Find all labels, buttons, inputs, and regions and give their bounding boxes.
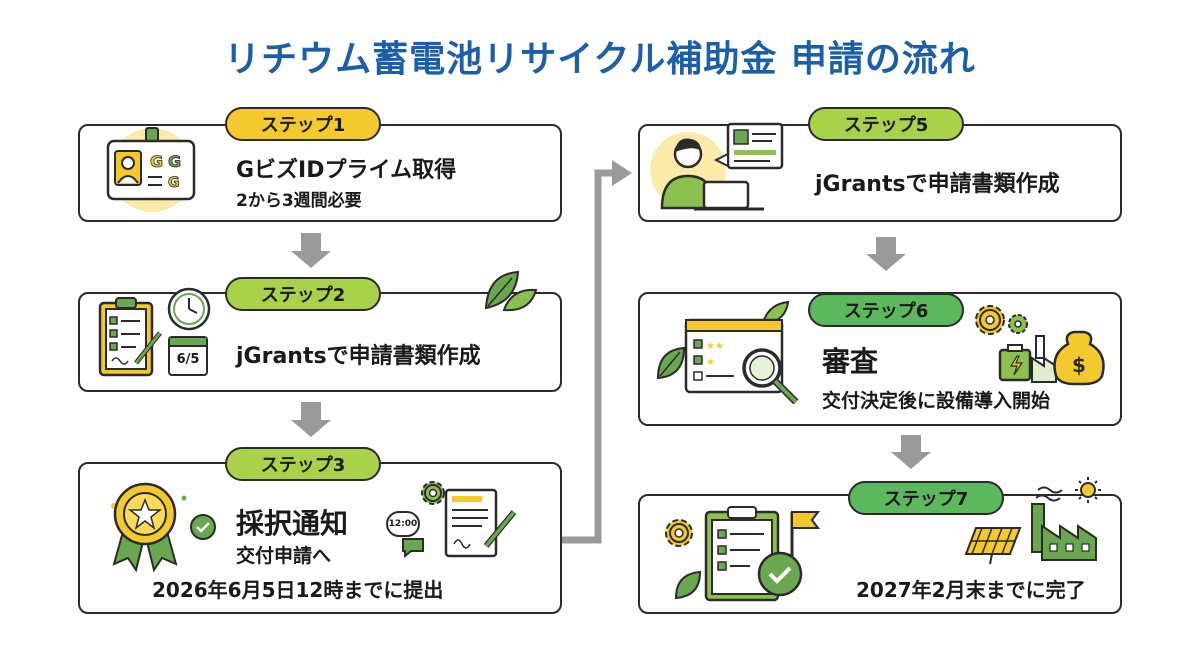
arrow-connector-head xyxy=(612,160,632,186)
svg-text:G: G xyxy=(168,175,180,191)
gears-icon xyxy=(975,305,1028,335)
gear-outline-icon xyxy=(665,519,693,547)
gear-icon xyxy=(421,481,445,505)
id-card-icon: G G G xyxy=(106,127,196,212)
svg-text:G: G xyxy=(168,152,181,171)
svg-text:★★: ★★ xyxy=(706,341,724,352)
document-sign-icon xyxy=(444,488,517,558)
step5-title: jGrantsで申請書類作成 xyxy=(815,172,1060,197)
person-laptop-icon xyxy=(650,122,784,211)
solar-factory-icon xyxy=(964,477,1101,565)
award-ribbon-icon xyxy=(111,482,187,573)
step6-badge: ステップ6 xyxy=(808,293,964,327)
calendar-icon: 6/5 xyxy=(168,336,208,376)
arrow-down-6-7 xyxy=(891,435,931,469)
clock-icon xyxy=(167,287,211,331)
step3-title: 採択通知 xyxy=(236,507,349,540)
svg-text:★: ★ xyxy=(706,357,715,368)
step2-badge: ステップ2 xyxy=(225,277,381,311)
check-badge-icon xyxy=(190,514,216,540)
step5-badge: ステップ5 xyxy=(808,107,964,141)
svg-text:$: $ xyxy=(1072,353,1086,377)
arrow-down-5-6 xyxy=(866,237,906,271)
chat-clock-bubble: 12:00 xyxy=(386,511,420,537)
step2-title: jGrantsで申請書類作成 xyxy=(236,344,481,369)
step6-sub: 交付決定後に設備導入開始 xyxy=(822,390,1051,412)
leaf-icon xyxy=(484,270,538,312)
step1-title: GビズIDプライム取得 xyxy=(236,158,457,183)
clipboard-flag-check-icon xyxy=(704,506,820,602)
step7-badge: ステップ7 xyxy=(848,481,1004,515)
arrow-down-2-3 xyxy=(291,402,331,437)
svg-text:G: G xyxy=(150,152,163,171)
arrow-down-1-2 xyxy=(291,233,331,268)
step7-note: 2027年2月末までに完了 xyxy=(856,578,1086,602)
step1-sub: 2から3週間必要 xyxy=(236,191,362,211)
step3-note: 2026年6月5日12時までに提出 xyxy=(152,578,444,602)
chat-bubble-icon xyxy=(402,538,424,558)
arrow-connector-3-5 xyxy=(562,169,614,544)
page-title: リチウム蓄電池リサイクル補助金 申請の流れ xyxy=(224,39,976,80)
chat-clock-time: 12:00 xyxy=(388,519,418,529)
review-magnifier-icon: ★★ ★ xyxy=(684,300,799,404)
clipboard-checklist-icon xyxy=(98,297,162,377)
calendar-date: 6/5 xyxy=(176,352,200,367)
battery-factory-money-icon: $ xyxy=(998,330,1105,386)
step6-title: 審査 xyxy=(822,345,879,378)
step1-badge: ステップ1 xyxy=(225,107,381,141)
leaf-small-icon-2 xyxy=(674,570,702,600)
leaf-small-icon xyxy=(656,346,686,380)
step3-badge: ステップ3 xyxy=(225,447,381,481)
step3-sub: 交付申請へ xyxy=(236,545,332,567)
